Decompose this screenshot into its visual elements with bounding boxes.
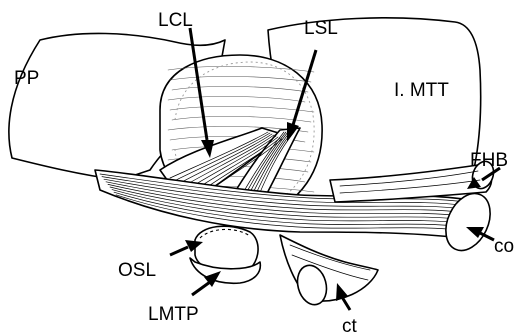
label-lcl: LCL: [158, 10, 193, 31]
label-lmtp: LMTP: [148, 304, 199, 325]
label-pp: PP: [14, 68, 39, 89]
label-fhb: FHB: [470, 150, 508, 171]
label-osl: OSL: [118, 260, 156, 281]
label-co: co: [494, 236, 514, 257]
label-mtt: I. MTT: [394, 80, 449, 101]
label-ct: ct: [342, 316, 358, 336]
sesamoid-complex: [190, 226, 260, 283]
label-lsl: LSL: [304, 18, 338, 39]
ct-tendon: [280, 235, 378, 308]
